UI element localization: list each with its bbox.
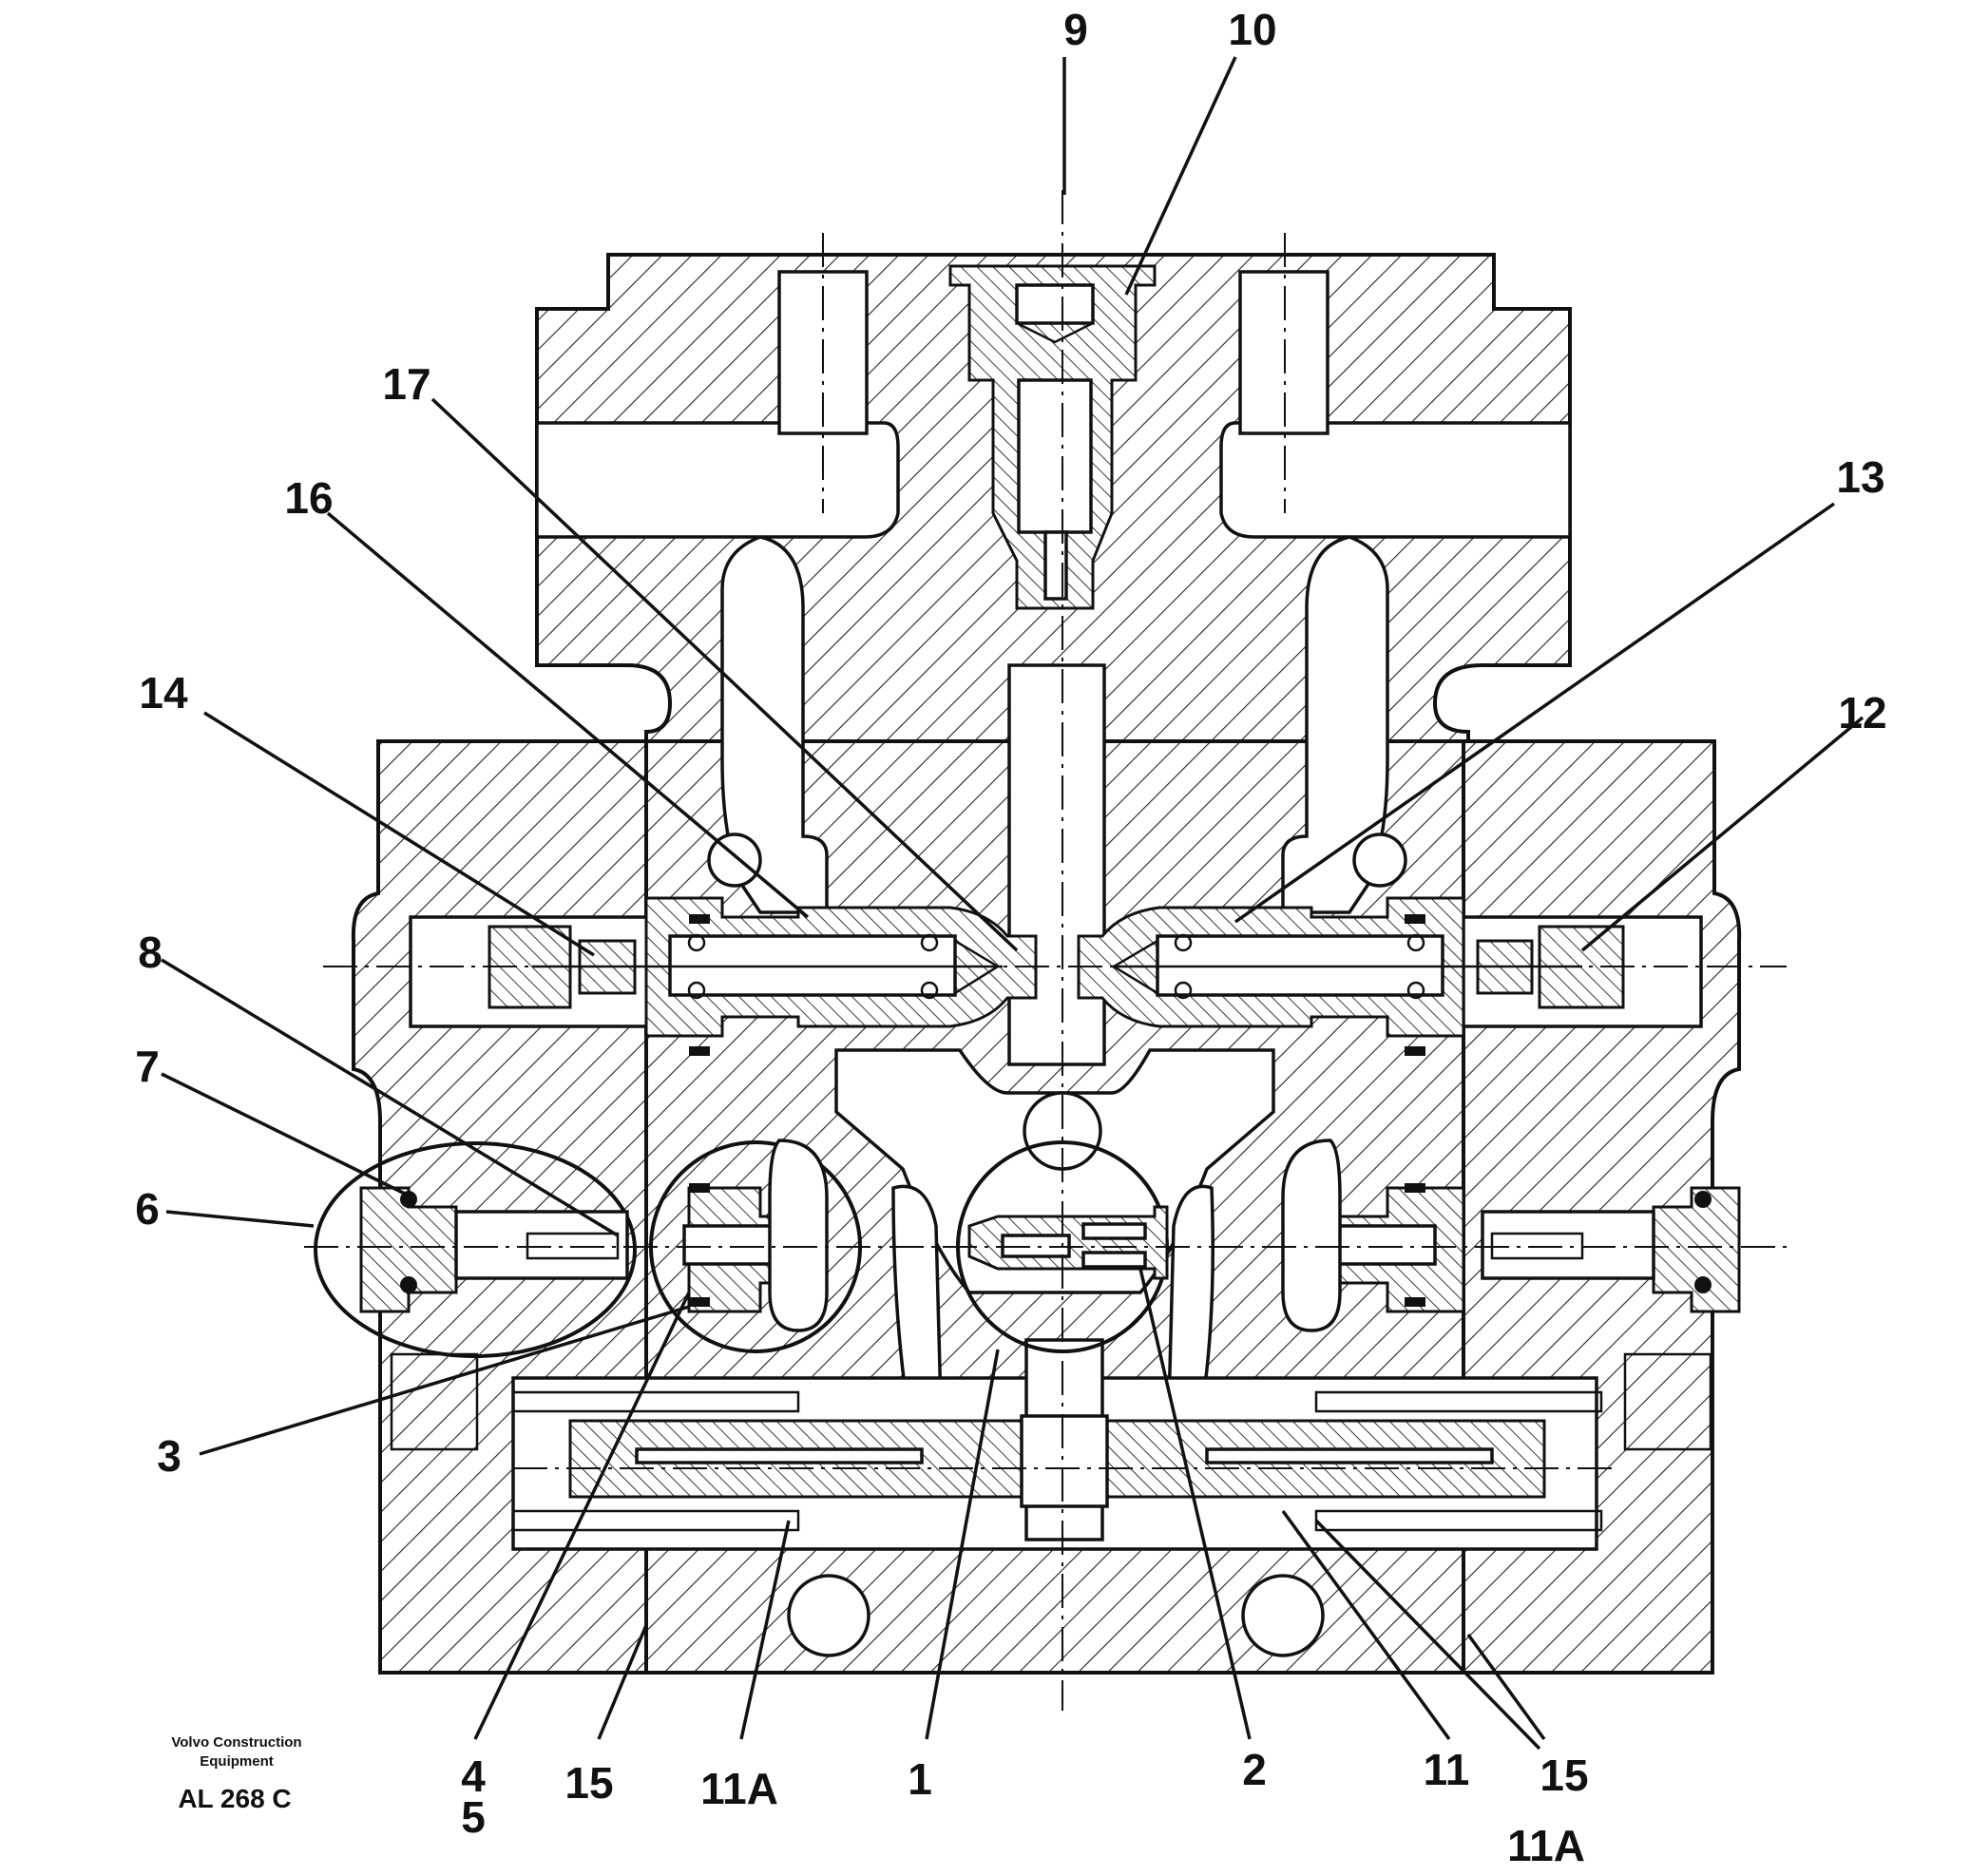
caption-code: AL 268 C — [178, 1784, 291, 1813]
callout-11: 11 — [1424, 1745, 1470, 1794]
callout-2: 2 — [1242, 1745, 1267, 1794]
lower-spool-assembly — [390, 1352, 1712, 1532]
callout-13: 13 — [1836, 452, 1884, 502]
callout-11a-left: 11A — [700, 1764, 778, 1813]
left-plug-valve — [314, 1139, 862, 1358]
callout-5: 5 — [461, 1792, 486, 1842]
callout-9: 9 — [1063, 5, 1088, 54]
callout-8: 8 — [138, 928, 163, 977]
callout-6: 6 — [135, 1184, 160, 1234]
callout-labels: 1 2 3 4 5 6 7 8 9 10 11 11A 11A 12 13 14… — [135, 5, 1886, 1870]
callout-10: 10 — [1228, 5, 1276, 54]
leader-lines — [161, 56, 1865, 1751]
callout-4: 4 — [461, 1752, 486, 1801]
right-plug-valve — [1281, 1139, 1741, 1332]
callout-12: 12 — [1838, 688, 1886, 737]
callout-15-left: 15 — [564, 1758, 613, 1808]
callout-3: 3 — [157, 1431, 182, 1481]
callout-14: 14 — [139, 668, 188, 718]
centerlines — [304, 190, 1787, 1711]
drawing-caption: Volvo Construction Equipment AL 268 C — [171, 1734, 301, 1813]
callout-16: 16 — [284, 473, 333, 523]
top-valve-cartridge — [948, 264, 1157, 610]
caption-company-line2: Equipment — [200, 1753, 274, 1770]
callout-11a-right: 11A — [1507, 1821, 1585, 1870]
callout-1: 1 — [908, 1754, 932, 1804]
caption-company-line1: Volvo Construction — [171, 1734, 301, 1751]
callout-7: 7 — [135, 1042, 160, 1091]
callout-15-right: 15 — [1540, 1751, 1588, 1800]
callout-17: 17 — [382, 359, 430, 409]
